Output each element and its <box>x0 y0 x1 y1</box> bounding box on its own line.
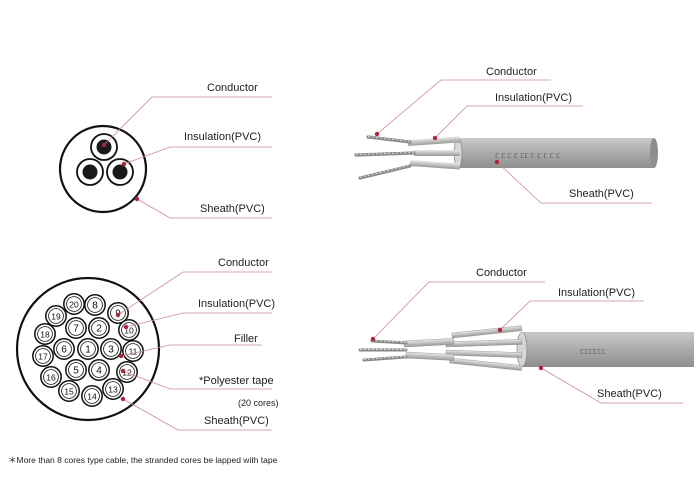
conductor-right <box>112 164 128 180</box>
insulation-core <box>407 136 461 146</box>
cross-section-3-core <box>58 124 148 214</box>
label-conductor: Conductor <box>476 267 527 279</box>
label-polyester-tape: *Polyester tape <box>199 375 274 387</box>
core-number: 10 <box>124 326 134 336</box>
conductor-ring <box>61 383 77 399</box>
label-conductor: Conductor <box>207 82 258 94</box>
conductor-ring <box>37 326 53 342</box>
sheath-body <box>522 332 694 367</box>
core-number: 16 <box>46 373 56 383</box>
conductor-ring <box>125 343 141 359</box>
sheath-print: ⵎⵎⵎⵎⵎⵎ <box>580 349 606 356</box>
conductor-ring <box>121 322 137 338</box>
marker-dot <box>538 365 544 371</box>
label-core-count: (20 cores) <box>238 398 279 408</box>
label-insulation: Insulation(PVC) <box>184 131 261 143</box>
marker-dot <box>118 353 124 359</box>
core-number: 17 <box>38 352 48 362</box>
core-number: 2 <box>96 324 102 335</box>
label-sheath: Sheath(PVC) <box>597 388 662 400</box>
insulation-core <box>409 160 461 170</box>
sheath-face <box>516 331 528 368</box>
core-number: 1 <box>85 345 91 356</box>
label-filler: Filler <box>234 333 258 345</box>
core-number: 18 <box>40 330 50 340</box>
side-view-3-core: ⵎ ⵎ ⵎ ⵎ ⵎⵎ ⵎ ⵎ ⵎ ⵎ ⵎ <box>354 135 658 180</box>
conductor-ring <box>35 348 51 364</box>
insulation-core <box>414 150 460 156</box>
core-number: 15 <box>64 387 74 397</box>
leaders-bottom-right <box>372 281 683 404</box>
conductor-ring <box>43 369 59 385</box>
marker-dot <box>123 324 129 330</box>
label-conductor: Conductor <box>218 257 269 269</box>
conductor-ring <box>119 364 135 380</box>
core-number: 11 <box>129 347 138 357</box>
core-number: 4 <box>96 366 102 377</box>
conductor-ring <box>87 297 103 313</box>
core-number: 5 <box>73 366 79 377</box>
core-number: 19 <box>51 312 61 322</box>
conductor-ring <box>91 362 107 378</box>
core-number: 3 <box>108 345 114 356</box>
sheath-body <box>458 138 654 168</box>
conductor-ring <box>66 296 82 312</box>
conductor-ring <box>91 320 107 336</box>
core-layout: 1234567891011121314151617181920 <box>32 293 144 407</box>
label-sheath: Sheath(PVC) <box>204 415 269 427</box>
marker-dot <box>374 131 380 137</box>
marker-dot <box>134 196 140 202</box>
conductor-ring <box>56 341 72 357</box>
insulation-core <box>445 339 523 348</box>
conductor-ring <box>84 388 100 404</box>
core-number: 6 <box>61 345 67 356</box>
label-insulation: Insulation(PVC) <box>495 92 572 104</box>
label-sheath: Sheath(PVC) <box>200 203 265 215</box>
marker-dot <box>494 159 500 165</box>
core-number: 13 <box>108 385 118 395</box>
marker-dot <box>115 312 121 318</box>
conductor-ring <box>68 320 84 336</box>
leaders-top-right <box>376 79 652 204</box>
marker-dot <box>497 327 503 333</box>
sheath-end <box>650 138 658 168</box>
cross-section-20-core: 1234567891011121314151617181920 <box>15 276 161 422</box>
core-number: 8 <box>92 301 98 312</box>
marker-dot <box>120 368 126 374</box>
conductor-ring <box>80 341 96 357</box>
conductor-ring <box>103 341 119 357</box>
core-number: 20 <box>69 300 79 310</box>
insulation-core <box>451 325 523 339</box>
insulation-core <box>449 357 523 371</box>
insulation-core <box>445 349 523 358</box>
sheath-print: ⵎ ⵎ ⵎ ⵎ ⵎⵎ ⵎ ⵎ ⵎ ⵎ ⵎ <box>495 153 560 160</box>
conductor-ring <box>105 381 121 397</box>
core-number: 14 <box>87 392 97 402</box>
insulation-core <box>405 351 455 361</box>
conductor-ring <box>68 362 84 378</box>
label-insulation: Insulation(PVC) <box>198 298 275 310</box>
marker-dot <box>121 161 127 167</box>
conductor-left <box>82 164 98 180</box>
core-number: 7 <box>73 324 79 335</box>
conductor-ring <box>48 308 64 324</box>
label-conductor: Conductor <box>486 66 537 78</box>
label-insulation: Insulation(PVC) <box>558 287 635 299</box>
footnote: ＊More than 8 cores type cable, the stran… <box>8 455 278 465</box>
leaders-bottom-left <box>117 271 272 431</box>
marker-dot <box>101 142 107 148</box>
marker-dot <box>120 396 126 402</box>
conductor-ring <box>110 305 126 321</box>
leaders-top-left <box>103 96 272 219</box>
marker-dot <box>370 336 376 342</box>
side-view-multi-core: ⵎⵎⵎⵎⵎⵎ <box>358 325 694 371</box>
label-sheath: Sheath(PVC) <box>569 188 634 200</box>
marker-dot <box>432 135 438 141</box>
